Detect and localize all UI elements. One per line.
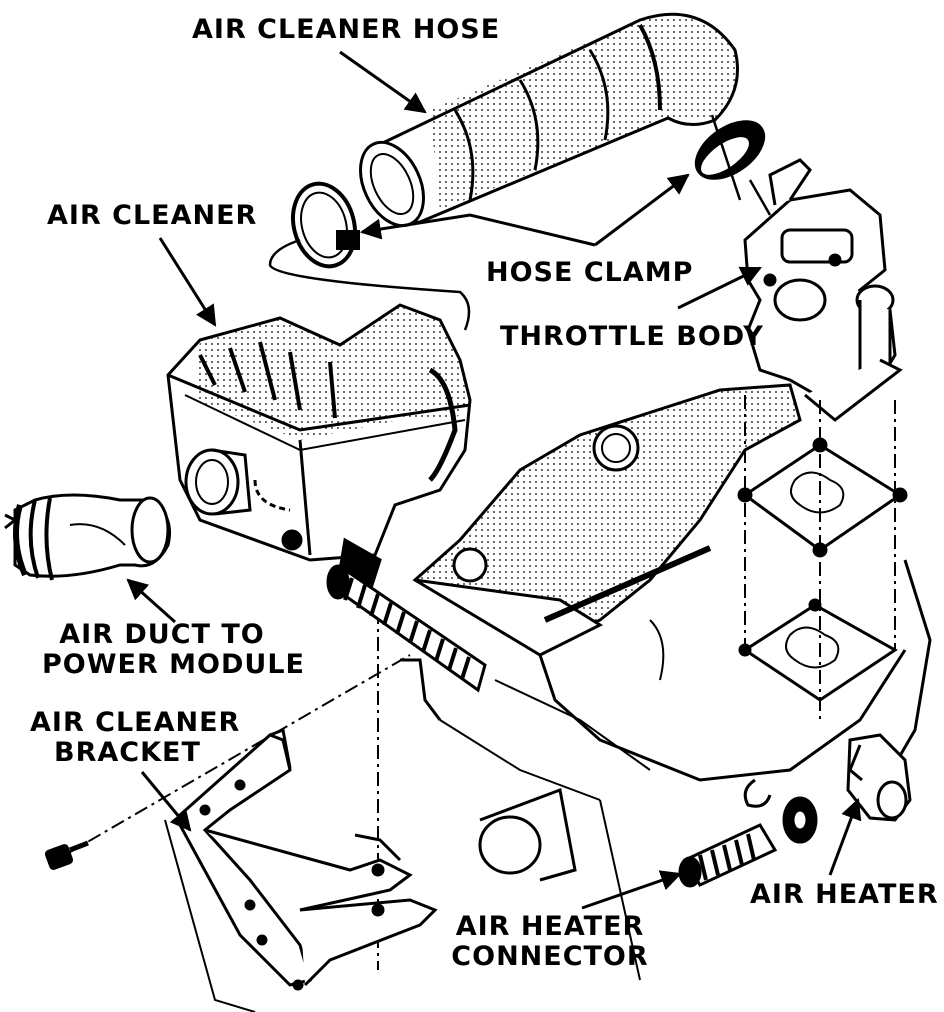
- air-heater: [846, 733, 912, 822]
- air-heater-connector: [678, 778, 818, 888]
- throttle-body-gasket: [737, 437, 908, 558]
- bracket-bolt: [44, 840, 89, 870]
- assembly-lines: [268, 114, 772, 331]
- label-air-duct-line2: POWER MODULE: [42, 649, 305, 680]
- manifold-gasket: [738, 598, 898, 702]
- label-heater-conn-line1: AIR HEATER: [455, 911, 645, 942]
- intake-manifold: [400, 383, 932, 981]
- label-bracket-line1: AIR CLEANER: [30, 707, 241, 738]
- air-duct: [4, 493, 171, 581]
- label-air-duct-line1: AIR DUCT TO: [59, 619, 265, 650]
- label-heater-conn-line2: CONNECTOR: [451, 941, 649, 972]
- label-throttle-body: THROTTLE BODY: [500, 321, 764, 352]
- throttle-body: [743, 158, 903, 422]
- label-air-heater-connector: AIR HEATER CONNECTOR: [450, 912, 650, 972]
- leader-arrows: [126, 50, 862, 910]
- label-bracket-line2: BRACKET: [54, 737, 201, 768]
- hose-clamp-left: [291, 181, 360, 269]
- air-cleaner-bracket: [164, 727, 438, 1012]
- label-air-cleaner-bracket: AIR CLEANER BRACKET: [30, 708, 240, 768]
- air-cleaner-spring: [326, 564, 487, 693]
- air-cleaner-hose: [359, 12, 739, 228]
- label-air-cleaner-hose: AIR CLEANER HOSE: [192, 14, 501, 45]
- air-cleaner: [166, 303, 472, 588]
- label-air-cleaner: AIR CLEANER: [47, 200, 258, 231]
- label-air-duct: AIR DUCT TO POWER MODULE: [42, 619, 305, 680]
- label-air-heater: AIR HEATER: [750, 879, 939, 910]
- label-hose-clamp: HOSE CLAMP: [486, 257, 694, 288]
